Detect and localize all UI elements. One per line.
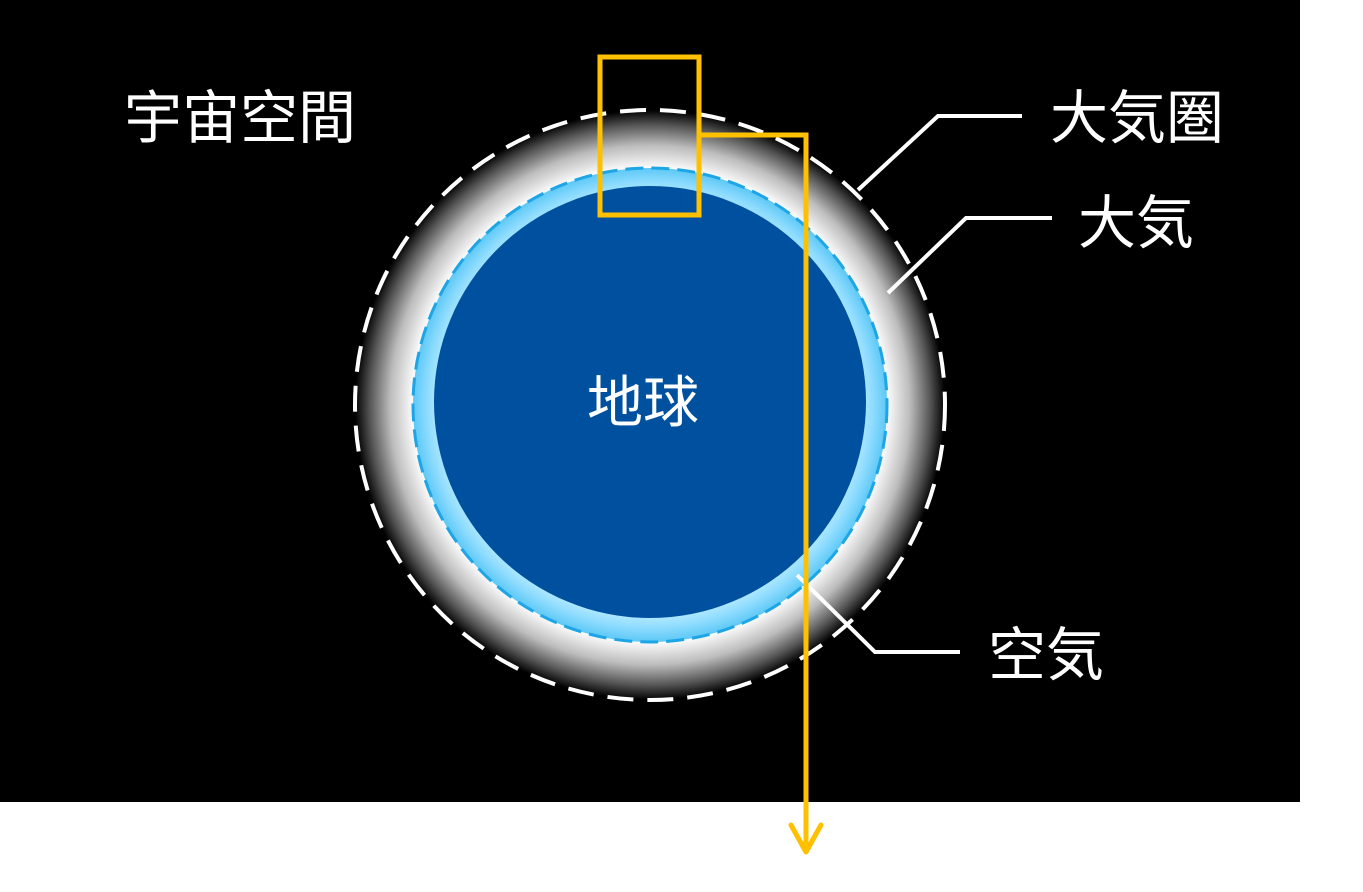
arrow-down-icon	[788, 822, 824, 855]
atmosphere-boundary	[353, 108, 947, 702]
earth-disc	[434, 186, 866, 618]
space-label: 宇宙空間	[124, 84, 356, 152]
air-leader	[795, 573, 960, 654]
air-boundary	[411, 166, 889, 644]
atmosphere-leader	[886, 216, 1052, 295]
air-label: 空気	[988, 621, 1104, 689]
atmosphere-sphere-label: 大気圏	[1050, 84, 1224, 152]
earth-label: 地球	[587, 371, 699, 436]
callout-connector	[699, 132, 809, 850]
atmosphere-label: 大気	[1078, 189, 1194, 257]
atmosphere-sphere-leader	[856, 114, 1022, 192]
